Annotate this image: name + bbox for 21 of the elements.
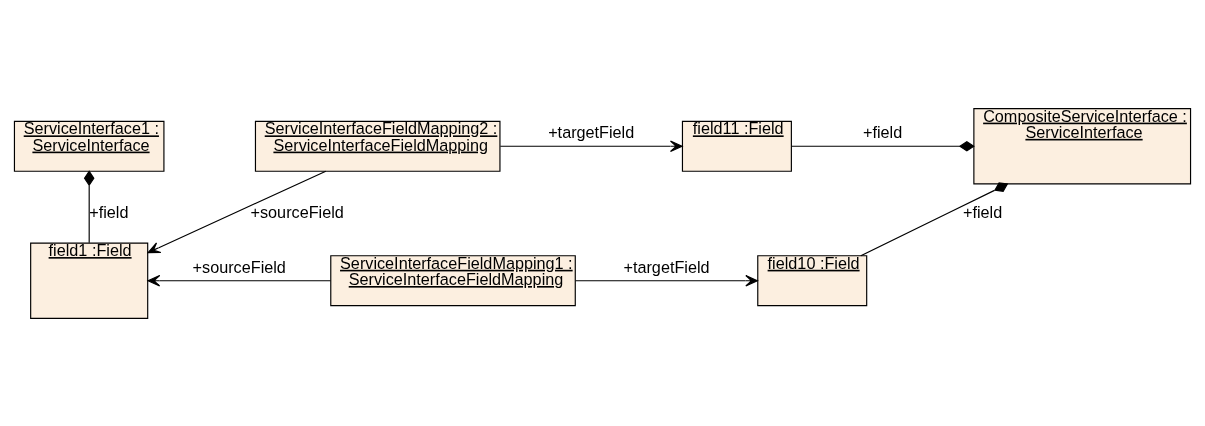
arrow: [499, 140, 683, 152]
node-box: field1 :Field: [30, 241, 149, 319]
connector: [860, 181, 1009, 256]
arrow: [147, 170, 327, 253]
node-box: CompositeServiceInterface : ServiceInterface: [973, 107, 1192, 185]
edge-label: +targetField: [548, 122, 635, 141]
edge-label: +targetField: [623, 257, 710, 276]
node-box: ServiceInterfaceFieldMapping1 : ServiceInterfaceFieldMapping: [330, 254, 576, 306]
edge-label: +sourceField: [250, 202, 344, 221]
edge-label: +field: [863, 122, 903, 141]
node-box: ServiceInterface1 : ServiceInterface: [13, 120, 165, 172]
arrow: [147, 274, 332, 286]
arrow: [575, 274, 758, 286]
node-box: field11 :Field: [681, 120, 792, 172]
node-box: field10 :Field: [757, 254, 868, 306]
connector: [791, 140, 975, 152]
edge-label: +field: [962, 202, 1003, 221]
edge-label: +sourceField: [192, 257, 286, 276]
connector: [83, 169, 95, 243]
edge-label: +field: [89, 202, 129, 221]
node-box: ServiceInterfaceFieldMapping2 : ServiceInterfaceFieldMapping: [254, 120, 501, 172]
